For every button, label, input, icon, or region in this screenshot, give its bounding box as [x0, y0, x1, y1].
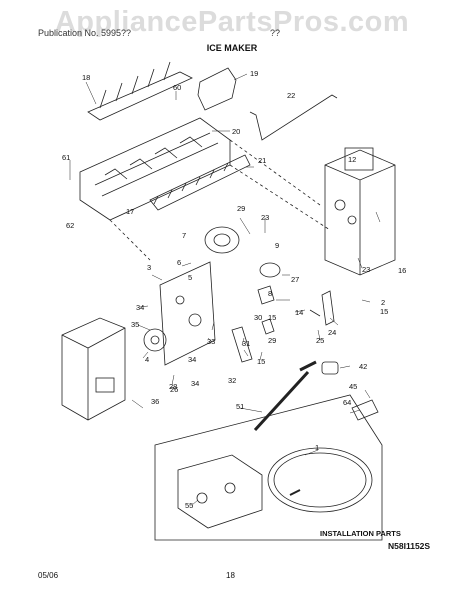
callout-34: 34 [188, 355, 196, 364]
callout-51: 51 [236, 402, 244, 411]
callout-61: 61 [62, 153, 70, 162]
callout-30: 30 [254, 313, 262, 322]
header-publication: Publication No. 5995?? [38, 28, 132, 38]
water-tubing [267, 447, 373, 513]
shutoff-arm [149, 154, 251, 211]
header-right: ?? [270, 28, 281, 38]
mounting-plate [159, 261, 216, 366]
callout-9: 9 [275, 241, 279, 250]
callout-19: 19 [250, 69, 258, 78]
callout-45: 45 [349, 382, 357, 391]
callout-34: 34 [191, 379, 199, 388]
callout-17: 17 [126, 207, 134, 216]
callout-31: 31 [242, 339, 250, 348]
motor [204, 226, 240, 254]
callout-36: 36 [151, 397, 159, 406]
callout-35: 35 [131, 320, 139, 329]
ejector-shaft [87, 71, 193, 121]
feeler-arm [249, 94, 338, 141]
callout-4: 4 [145, 355, 149, 364]
clamp [351, 399, 379, 421]
callout-42: 42 [359, 362, 367, 371]
callout-64: 64 [343, 398, 351, 407]
grommet [321, 361, 339, 375]
callout-62: 62 [66, 221, 74, 230]
callout-2: 2 [381, 298, 385, 307]
callout-15: 15 [257, 357, 265, 366]
footer-page: 18 [226, 571, 235, 580]
callout-33: 33 [207, 337, 215, 346]
callout-55: 55 [185, 501, 193, 510]
fill-cup [197, 67, 237, 111]
callout-18: 18 [82, 73, 90, 82]
callout-34: 34 [136, 303, 144, 312]
control-housing [324, 149, 396, 276]
footer-date: 05/06 [38, 571, 59, 580]
callout-25: 25 [316, 336, 324, 345]
callout-22: 22 [287, 91, 295, 100]
callout-27: 27 [291, 275, 299, 284]
callout-15: 15 [268, 313, 276, 322]
callout-26: 26 [170, 385, 178, 394]
callout-29: 29 [237, 204, 245, 213]
callout-23: 23 [261, 213, 269, 222]
module-12 [344, 147, 374, 171]
callout-1: 1 [315, 443, 319, 452]
diagram-code: N58I1152S [388, 541, 431, 551]
callout-32: 32 [228, 376, 236, 385]
callout-12: 12 [348, 155, 356, 164]
installation-box [154, 394, 383, 541]
callout-20: 20 [232, 127, 240, 136]
callout-23: 23 [362, 265, 370, 274]
front-cover [61, 317, 126, 421]
callout-6: 6 [177, 258, 181, 267]
callout-14: 14 [295, 308, 303, 317]
callout-8: 8 [268, 289, 272, 298]
water-valve [177, 454, 263, 529]
callout-29: 29 [268, 336, 276, 345]
callout-16: 16 [398, 266, 406, 275]
callout-15: 15 [380, 307, 388, 316]
callout-7: 7 [182, 231, 186, 240]
fill-tube [253, 360, 317, 432]
callout-60: 60 [173, 83, 181, 92]
thermostat [259, 262, 281, 278]
callout-21: 21 [258, 156, 266, 165]
callout-24: 24 [328, 328, 336, 337]
ice-mold [79, 117, 231, 221]
callout-5: 5 [188, 273, 192, 282]
callout-28: 28 [169, 382, 177, 391]
watermark: AppliancePartsPros.com [54, 6, 410, 38]
timing-gear [143, 328, 167, 352]
installation-parts-label: INSTALLATION PARTS [320, 529, 401, 538]
diagram-title: ICE MAKER [206, 43, 258, 53]
callout-3: 3 [147, 263, 151, 272]
